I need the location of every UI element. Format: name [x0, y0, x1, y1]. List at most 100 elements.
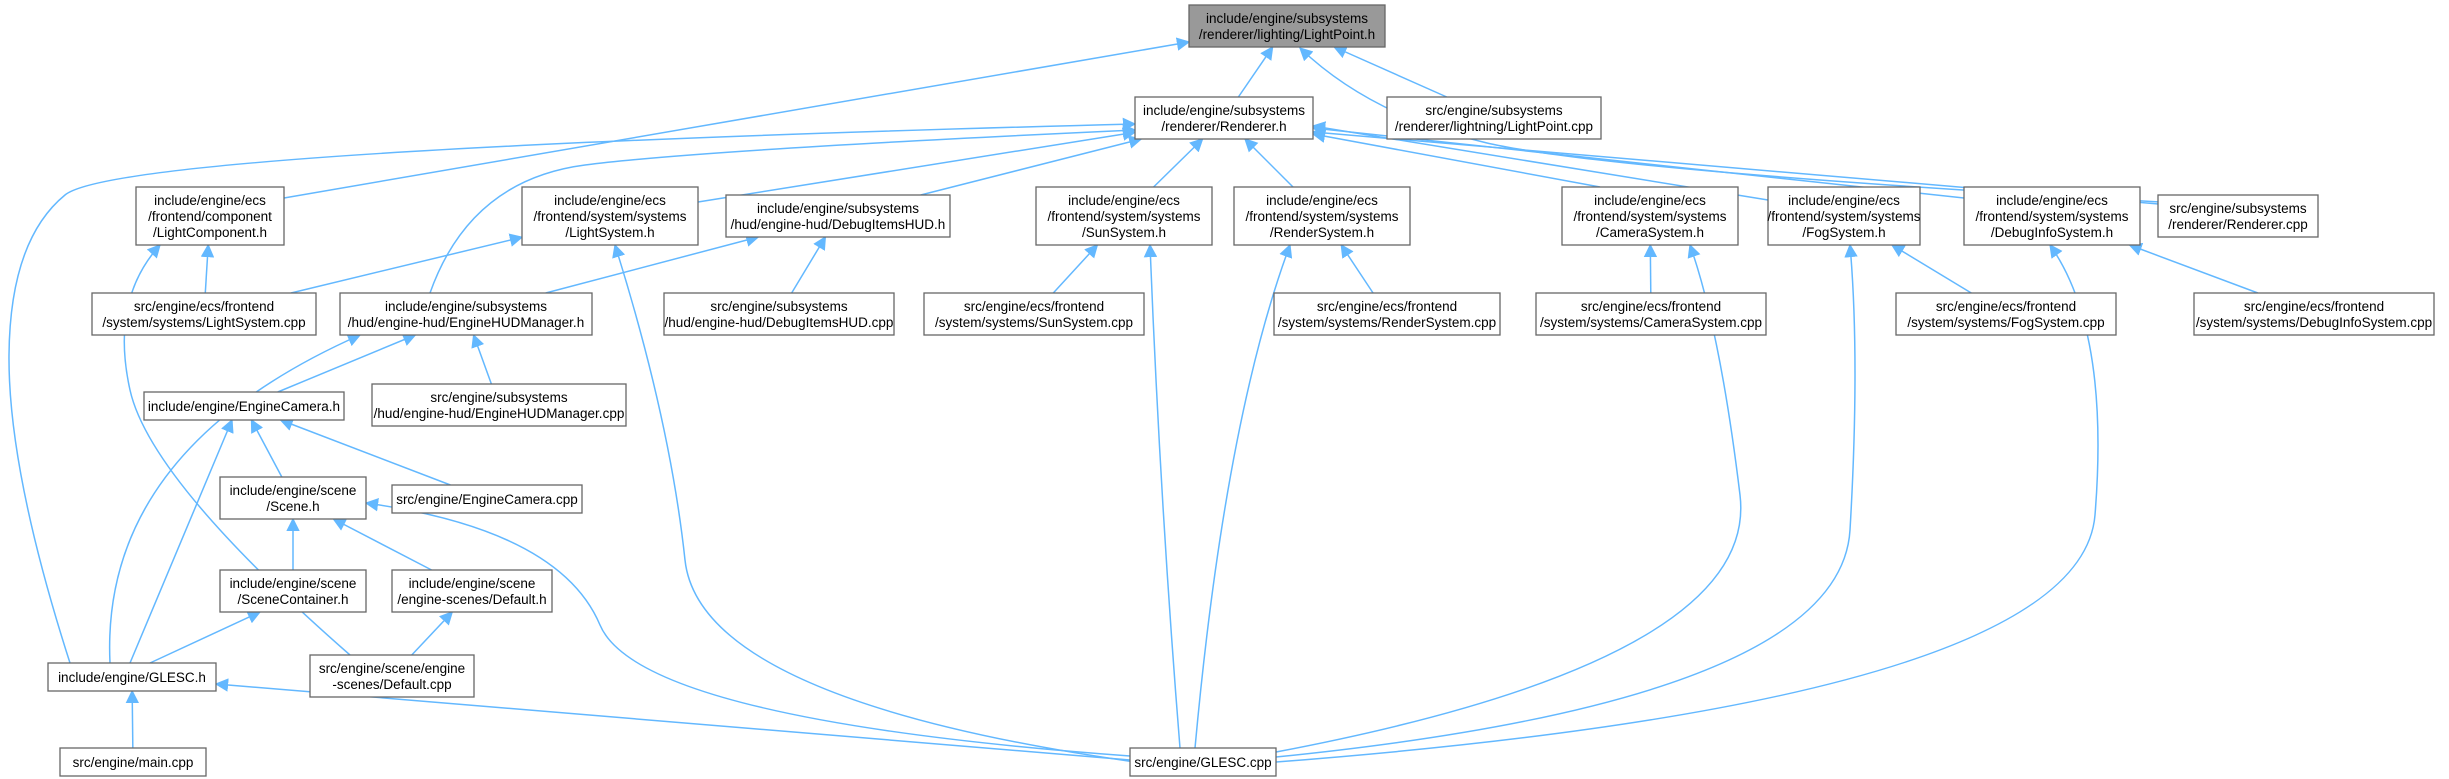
- node-label-line: include/engine/EngineCamera.h: [148, 399, 340, 414]
- edge-rendersystem-cpp-to-rendersystem-h: [1340, 243, 1374, 294]
- node-label-line: src/engine/main.cpp: [73, 755, 194, 770]
- node-sunsystem-h[interactable]: include/engine/ecs/frontend/system/syste…: [1035, 186, 1213, 246]
- node-lightsystem-cpp[interactable]: src/engine/ecs/frontend/system/systems/L…: [91, 292, 317, 336]
- node-lightpoint-cpp[interactable]: src/engine/subsystems/renderer/lightning…: [1386, 96, 1602, 140]
- node-label-line: src/engine/GLESC.cpp: [1134, 755, 1271, 770]
- node-rendersystem-cpp[interactable]: src/engine/ecs/frontend/system/systems/R…: [1273, 292, 1501, 336]
- node-main-cpp[interactable]: src/engine/main.cpp: [59, 747, 207, 777]
- node-box: [1035, 186, 1213, 246]
- node-box: [391, 484, 583, 514]
- edge-glesc-cpp-to-rendersystem-h: [1194, 243, 1293, 749]
- node-label-line: include/engine/ecs: [554, 193, 666, 208]
- node-label-line: /frontend/system/systems: [1047, 209, 1200, 224]
- node-enginecamera-cpp[interactable]: src/engine/EngineCamera.cpp: [391, 484, 583, 514]
- edge-default-cpp-to-default-h: [411, 611, 454, 656]
- edge-camerasystem-h-to-renderer-h: [1311, 129, 1601, 188]
- node-enginecamera-h[interactable]: include/engine/EngineCamera.h: [143, 391, 345, 421]
- node-box: [1895, 292, 2117, 336]
- node-box: [1535, 292, 1767, 336]
- node-debugitemshud-h[interactable]: include/engine/subsystems/hud/engine-hud…: [725, 194, 951, 238]
- node-renderer-h[interactable]: include/engine/subsystems/renderer/Rende…: [1134, 96, 1314, 140]
- node-camerasystem-cpp[interactable]: src/engine/ecs/frontend/system/systems/C…: [1535, 292, 1767, 336]
- edge-glesc-h-to-enginehudmanager-h: [108, 333, 362, 664]
- node-box: [1963, 186, 2141, 246]
- node-label-line: src/engine/ecs/frontend: [964, 299, 1104, 314]
- edge-enginehudmanager-cpp-to-enginehudmanager-h: [471, 333, 493, 385]
- node-scenecontainer-h[interactable]: include/engine/scene/SceneContainer.h: [219, 569, 367, 613]
- node-box: [663, 292, 895, 336]
- edge-scene-h-to-enginecamera-h: [250, 418, 283, 478]
- node-sunsystem-cpp[interactable]: src/engine/ecs/frontend/system/systems/S…: [923, 292, 1145, 336]
- node-label-line: /renderer/lighting/LightPoint.h: [1199, 27, 1375, 42]
- node-scene-h[interactable]: include/engine/scene/Scene.h: [219, 476, 367, 520]
- edge-glesc-cpp-to-fogsystem-h: [1275, 243, 1858, 758]
- node-label-line: include/engine/scene: [230, 483, 357, 498]
- node-enginehudmanager-h[interactable]: include/engine/subsystems/hud/engine-hud…: [339, 292, 593, 336]
- node-label-line: include/engine/scene: [409, 576, 536, 591]
- node-glesc-cpp[interactable]: src/engine/GLESC.cpp: [1129, 747, 1277, 777]
- edge-lightsystem-h-to-renderer-h: [697, 127, 1137, 203]
- edge-lightpoint-cpp-to-lightpoint-h: [1333, 45, 1448, 98]
- node-label-line: /LightComponent.h: [153, 225, 267, 240]
- node-label-line: /hud/engine-hud/DebugItemsHUD.cpp: [665, 315, 894, 330]
- edge-lightsystem-cpp-to-lightcomponent-h: [200, 243, 215, 294]
- edge-debuginfosystem-h-to-renderer-h: [1311, 122, 1965, 199]
- node-box: [143, 391, 345, 421]
- node-label-line: src/engine/scene/engine: [319, 661, 465, 676]
- node-debugitemshud-cpp[interactable]: src/engine/subsystems/hud/engine-hud/Deb…: [663, 292, 895, 336]
- node-default-cpp[interactable]: src/engine/scene/engine-scenes/Default.c…: [309, 654, 475, 698]
- edge-glesc-cpp-to-scene-h: [364, 497, 1131, 757]
- node-label-line: include/engine/GLESC.h: [58, 670, 206, 685]
- node-box: [91, 292, 317, 336]
- node-box: [339, 292, 593, 336]
- node-lightsystem-h[interactable]: include/engine/ecs/frontend/system/syste…: [521, 186, 699, 246]
- node-label-line: -scenes/Default.cpp: [332, 677, 451, 692]
- edge-glesc-h-to-enginecamera-h: [129, 418, 234, 664]
- node-box: [1767, 186, 1921, 246]
- node-lightcomponent-h[interactable]: include/engine/ecs/frontend/component/Li…: [135, 186, 285, 246]
- node-fogsystem-cpp[interactable]: src/engine/ecs/frontend/system/systems/F…: [1895, 292, 2117, 336]
- node-label-line: /system/systems/RenderSystem.cpp: [1278, 315, 1496, 330]
- edge-glesc-cpp-to-debuginfosystem-h: [1275, 243, 2099, 763]
- node-debuginfosystem-cpp[interactable]: src/engine/ecs/frontend/system/systems/D…: [2193, 292, 2435, 336]
- node-label-line: include/engine/subsystems: [385, 299, 547, 314]
- node-label-line: /SunSystem.h: [1082, 225, 1166, 240]
- node-label-line: /system/systems/FogSystem.cpp: [1907, 315, 2104, 330]
- node-rendersystem-h[interactable]: include/engine/ecs/frontend/system/syste…: [1233, 186, 1411, 246]
- node-glesc-h[interactable]: include/engine/GLESC.h: [47, 662, 217, 692]
- node-label-line: src/engine/subsystems: [430, 390, 568, 405]
- node-label-line: /system/systems/DebugInfoSystem.cpp: [2196, 315, 2432, 330]
- node-label-line: /frontend/system/systems: [533, 209, 686, 224]
- node-box: [1273, 292, 1501, 336]
- node-label-line: src/engine/subsystems: [710, 299, 848, 314]
- node-box: [1188, 4, 1386, 48]
- node-fogsystem-h[interactable]: include/engine/ecs/frontend/system/syste…: [1767, 186, 1921, 246]
- edges-layer: [8, 37, 2259, 763]
- node-label-line: include/engine/ecs: [1996, 193, 2108, 208]
- node-box: [391, 569, 553, 613]
- node-camerasystem-h[interactable]: include/engine/ecs/frontend/system/syste…: [1561, 186, 1739, 246]
- node-label-line: /CameraSystem.h: [1596, 225, 1704, 240]
- node-label-line: include/engine/ecs: [1788, 193, 1900, 208]
- node-label-line: src/engine/ecs/frontend: [1581, 299, 1721, 314]
- node-label-line: /system/systems/LightSystem.cpp: [102, 315, 305, 330]
- node-label-line: /Scene.h: [266, 499, 319, 514]
- node-box: [1386, 96, 1602, 140]
- edge-glesc-h-to-renderer-h: [8, 117, 1137, 664]
- node-label-line: /engine-scenes/Default.h: [397, 592, 546, 607]
- node-label-line: src/engine/ecs/frontend: [134, 299, 274, 314]
- edge-sunsystem-cpp-to-sunsystem-h: [1052, 244, 1099, 294]
- node-debuginfosystem-h[interactable]: include/engine/ecs/frontend/system/syste…: [1963, 186, 2141, 246]
- node-box: [59, 747, 207, 777]
- node-label-line: include/engine/subsystems: [1143, 103, 1305, 118]
- edge-debugitemshud-cpp-to-debugitemshud-h: [791, 235, 827, 294]
- edge-default-h-to-scene-h: [332, 518, 432, 571]
- node-default-h[interactable]: include/engine/scene/engine-scenes/Defau…: [391, 569, 553, 613]
- edge-debuginfosystem-cpp-to-debuginfosystem-h: [2128, 242, 2259, 294]
- node-box: [135, 186, 285, 246]
- node-renderer-cpp[interactable]: src/engine/subsystems/renderer/Renderer.…: [2157, 194, 2319, 238]
- node-label-line: src/engine/EngineCamera.cpp: [396, 492, 578, 507]
- node-label-line: /hud/engine-hud/EngineHUDManager.h: [348, 315, 584, 330]
- node-enginehudmanager-cpp[interactable]: src/engine/subsystems/hud/engine-hud/Eng…: [371, 383, 627, 427]
